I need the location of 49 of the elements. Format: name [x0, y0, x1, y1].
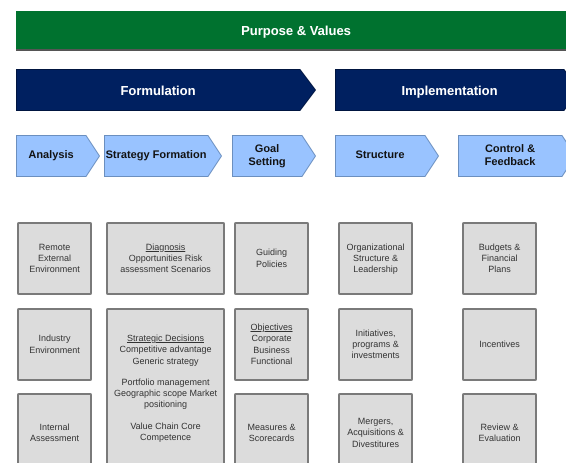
box-text: Guiding Policies	[254, 247, 288, 270]
box-heading: Objectives	[250, 322, 293, 334]
banner	[16, 11, 566, 51]
content-box	[234, 393, 309, 463]
header-label: Formulation	[120, 82, 196, 98]
box-text: Budgets & Financial Plans	[478, 242, 522, 276]
box-text: Industry Environment	[28, 333, 81, 356]
content-box	[462, 308, 537, 381]
box-text: Incentives	[479, 338, 520, 350]
step-header	[335, 135, 439, 177]
header-label: Control & Feedback	[484, 142, 536, 170]
content-box	[106, 222, 225, 295]
content-box	[338, 393, 413, 463]
content-box	[106, 308, 225, 463]
phase-header	[16, 69, 316, 111]
content-box	[17, 222, 92, 295]
step-header	[232, 135, 316, 177]
box-text: Competitive advantage Generic strategy	[118, 344, 213, 367]
box-text: Remote External Environment	[28, 242, 81, 276]
header-label: Analysis	[28, 149, 74, 163]
box-text: Portfolio management Geographic scope Market positioning	[113, 376, 218, 410]
step-header	[104, 135, 222, 177]
content-box	[17, 393, 92, 463]
content-box	[234, 222, 309, 295]
box-text: Measures & Scorecards	[246, 422, 297, 444]
content-box	[17, 308, 92, 381]
step-header	[16, 135, 100, 177]
box-text: Corporate Business Functional	[250, 333, 294, 367]
header-label: Structure	[356, 149, 404, 163]
header-label: Goal Setting	[247, 142, 287, 170]
box-text: Mergers, Acquisitions & Divestitures	[346, 416, 405, 450]
box-heading: Strategic Decisions	[126, 333, 204, 344]
content-box	[338, 308, 413, 381]
step-header	[458, 135, 566, 177]
banner-label: Purpose & Values	[241, 22, 351, 38]
content-box	[234, 308, 309, 381]
box-text: Internal Assessment	[28, 422, 80, 444]
box-text: Initiatives, programs & investments	[350, 328, 401, 362]
phase-header	[335, 69, 566, 111]
header-label: Strategy Formation	[106, 149, 206, 163]
box-text: Value Chain Core Competence	[129, 420, 202, 443]
content-box	[462, 222, 537, 295]
content-box	[462, 393, 537, 463]
header-label: Implementation	[401, 82, 498, 98]
box-text: Opportunities Risk assessment Scenarios	[119, 252, 212, 276]
box-text: Organizational Structure & Leadership	[345, 242, 406, 276]
content-box	[338, 222, 413, 295]
box-heading: Diagnosis	[146, 242, 186, 253]
box-text: Review & Evaluation	[477, 422, 522, 444]
